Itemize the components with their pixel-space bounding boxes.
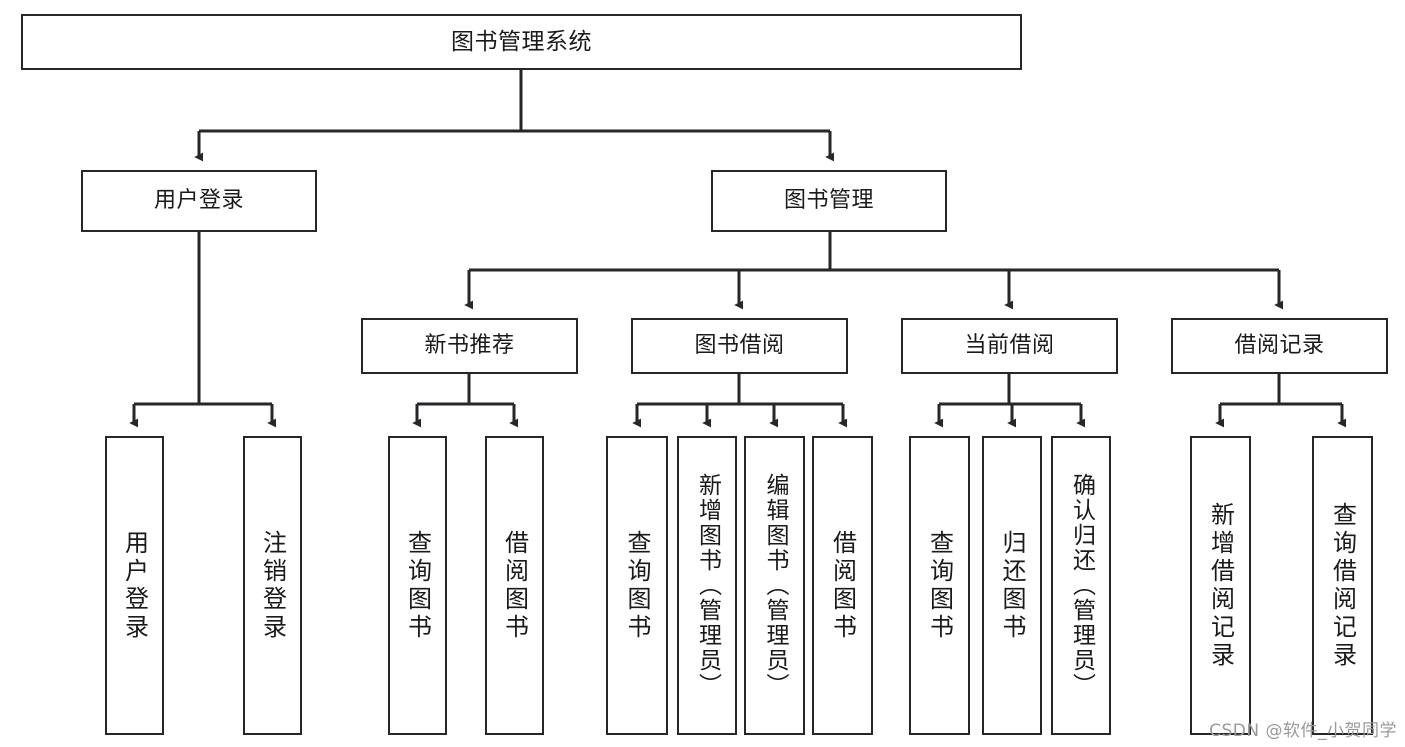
node-book-management-label: 图书管理 <box>783 188 874 214</box>
node-new-book-recommend-label: 新书推荐 <box>424 333 515 359</box>
node-leaf-user-login-label: 用户登录 <box>120 529 149 642</box>
node-leaf-add-book-admin[interactable]: 新增图书（管理员） <box>677 436 737 735</box>
node-leaf-add-borrow-record[interactable]: 新增借阅记录 <box>1190 436 1251 735</box>
node-leaf-borrow-book-bb-label: 借阅图书 <box>828 529 857 642</box>
node-leaf-logout-login-label: 注销登录 <box>258 529 287 642</box>
node-leaf-query-borrow-record[interactable]: 查询借阅记录 <box>1312 436 1373 735</box>
node-borrow-record-label: 借阅记录 <box>1234 333 1325 359</box>
node-book-management[interactable]: 图书管理 <box>711 170 947 232</box>
node-book-borrow[interactable]: 图书借阅 <box>631 318 848 374</box>
node-user-login-label: 用户登录 <box>153 188 244 214</box>
node-book-borrow-label: 图书借阅 <box>694 333 785 359</box>
node-leaf-query-book-cb[interactable]: 查询图书 <box>909 436 970 735</box>
node-leaf-query-borrow-record-label: 查询借阅记录 <box>1328 501 1357 670</box>
node-leaf-add-borrow-record-label: 新增借阅记录 <box>1206 501 1235 670</box>
node-root-label: 图书管理系统 <box>451 28 592 55</box>
node-leaf-return-book-label: 归还图书 <box>998 529 1026 642</box>
watermark: CSDN @软件_小贺同学 <box>1209 721 1397 741</box>
node-leaf-confirm-return-admin[interactable]: 确认归还（管理员） <box>1051 436 1111 735</box>
node-leaf-add-book-admin-label: 新增图书（管理员） <box>694 473 721 698</box>
node-leaf-query-book-cb-label: 查询图书 <box>925 529 954 642</box>
node-leaf-borrow-book-rec-label: 借阅图书 <box>500 529 529 642</box>
node-leaf-borrow-book-bb[interactable]: 借阅图书 <box>812 436 873 735</box>
node-current-borrow-label: 当前借阅 <box>964 333 1055 359</box>
node-leaf-edit-book-admin-label: 编辑图书（管理员） <box>762 473 788 698</box>
node-borrow-record[interactable]: 借阅记录 <box>1171 318 1388 374</box>
node-leaf-return-book[interactable]: 归还图书 <box>982 436 1042 735</box>
node-user-login[interactable]: 用户登录 <box>81 170 317 232</box>
node-leaf-user-login[interactable]: 用户登录 <box>105 436 164 735</box>
node-leaf-query-book-rec[interactable]: 查询图书 <box>388 436 447 735</box>
node-leaf-edit-book-admin[interactable]: 编辑图书（管理员） <box>744 436 805 735</box>
node-leaf-query-book-bb[interactable]: 查询图书 <box>606 436 668 735</box>
node-leaf-confirm-return-admin-label: 确认归还（管理员） <box>1068 473 1095 698</box>
node-current-borrow[interactable]: 当前借阅 <box>901 318 1118 374</box>
node-new-book-recommend[interactable]: 新书推荐 <box>361 318 578 374</box>
node-leaf-query-book-rec-label: 查询图书 <box>403 529 432 642</box>
node-root[interactable]: 图书管理系统 <box>21 14 1022 70</box>
node-leaf-logout-login[interactable]: 注销登录 <box>243 436 302 735</box>
node-leaf-query-book-bb-label: 查询图书 <box>623 529 651 642</box>
node-leaf-borrow-book-rec[interactable]: 借阅图书 <box>485 436 544 735</box>
